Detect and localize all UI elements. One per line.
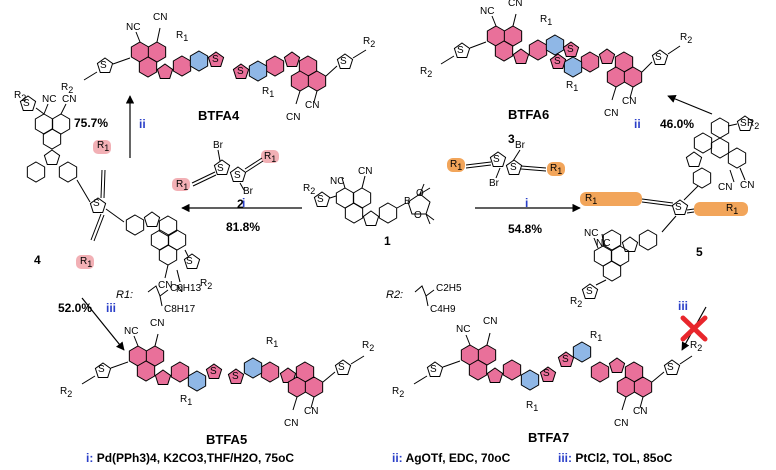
step-ii-right: ii <box>634 117 641 131</box>
condition-iii-text: PtCl2, TOL, 85oC <box>575 451 673 465</box>
condition-i-text: Pd(PPh3)4, K2CO3,THF/H2O, 75oC <box>96 451 295 465</box>
arrow-4-to-btfa5 <box>81 297 125 351</box>
compound-1-label: 1 <box>384 234 391 248</box>
yield-btfa4: 75.7% <box>74 116 109 130</box>
condition-ii-text: AgOTf, EDC, 70oC <box>405 451 511 465</box>
btfa4-structure <box>83 27 367 105</box>
condition-i-key: i: <box>86 451 94 465</box>
btfa7-label: BTFA7 <box>528 430 570 445</box>
r1-label: R1: <box>116 289 134 301</box>
r2-branch-a: C2H5 <box>436 283 462 294</box>
yield-btfa5: 52.0% <box>58 301 93 315</box>
step-i-left: i <box>242 196 246 210</box>
r1-substituent-structure <box>147 285 169 307</box>
step-iii-right: iii <box>678 299 689 313</box>
step-i-right: i <box>525 196 529 210</box>
compound-5-structure <box>580 115 754 299</box>
reaction-arrows <box>81 94 713 351</box>
compound-2-structure <box>172 149 279 191</box>
r2-branch-b: C4H9 <box>430 304 456 315</box>
step-ii-left: ii <box>139 117 146 131</box>
compound-4-label: 4 <box>34 253 41 267</box>
r2-substituent-structure <box>414 285 435 307</box>
compound-1-structure <box>313 175 435 226</box>
condition-iii: iii: PtCl2, TOL, 85oC <box>558 451 672 465</box>
btfa4-label: BTFA4 <box>198 108 240 123</box>
r2-label: R2: <box>386 289 404 301</box>
btfa6-structure <box>440 13 681 101</box>
btfa6-label: BTFA6 <box>508 107 550 122</box>
btfa7-structure <box>413 332 693 411</box>
compound-4-structure <box>19 95 201 283</box>
condition-ii-key: ii: <box>392 451 403 465</box>
compound-3-label: 3 <box>508 132 515 146</box>
red-cross-icon <box>680 315 708 342</box>
compound-3-structure <box>447 149 565 179</box>
yield-compound-5: 54.8% <box>508 222 543 236</box>
arrow-5-to-btfa6 <box>667 94 713 115</box>
r1-branch-b: C8H17 <box>164 304 196 315</box>
condition-i: i: Pd(PPh3)4, K2CO3,THF/H2O, 75oC <box>86 451 294 465</box>
btfa5-structure <box>81 333 365 411</box>
step-iii-left: iii <box>106 301 117 315</box>
yield-compound-4: 81.8% <box>226 220 261 234</box>
compound-2-label: 2 <box>237 197 244 211</box>
condition-iii-key: iii: <box>558 451 572 465</box>
compound-5-label: 5 <box>696 245 703 259</box>
r1-branch-a: C6H13 <box>170 283 202 294</box>
yield-btfa6: 46.0% <box>660 117 695 131</box>
condition-ii: ii: AgOTf, EDC, 70oC <box>392 451 510 465</box>
btfa5-label: BTFA5 <box>206 432 248 447</box>
